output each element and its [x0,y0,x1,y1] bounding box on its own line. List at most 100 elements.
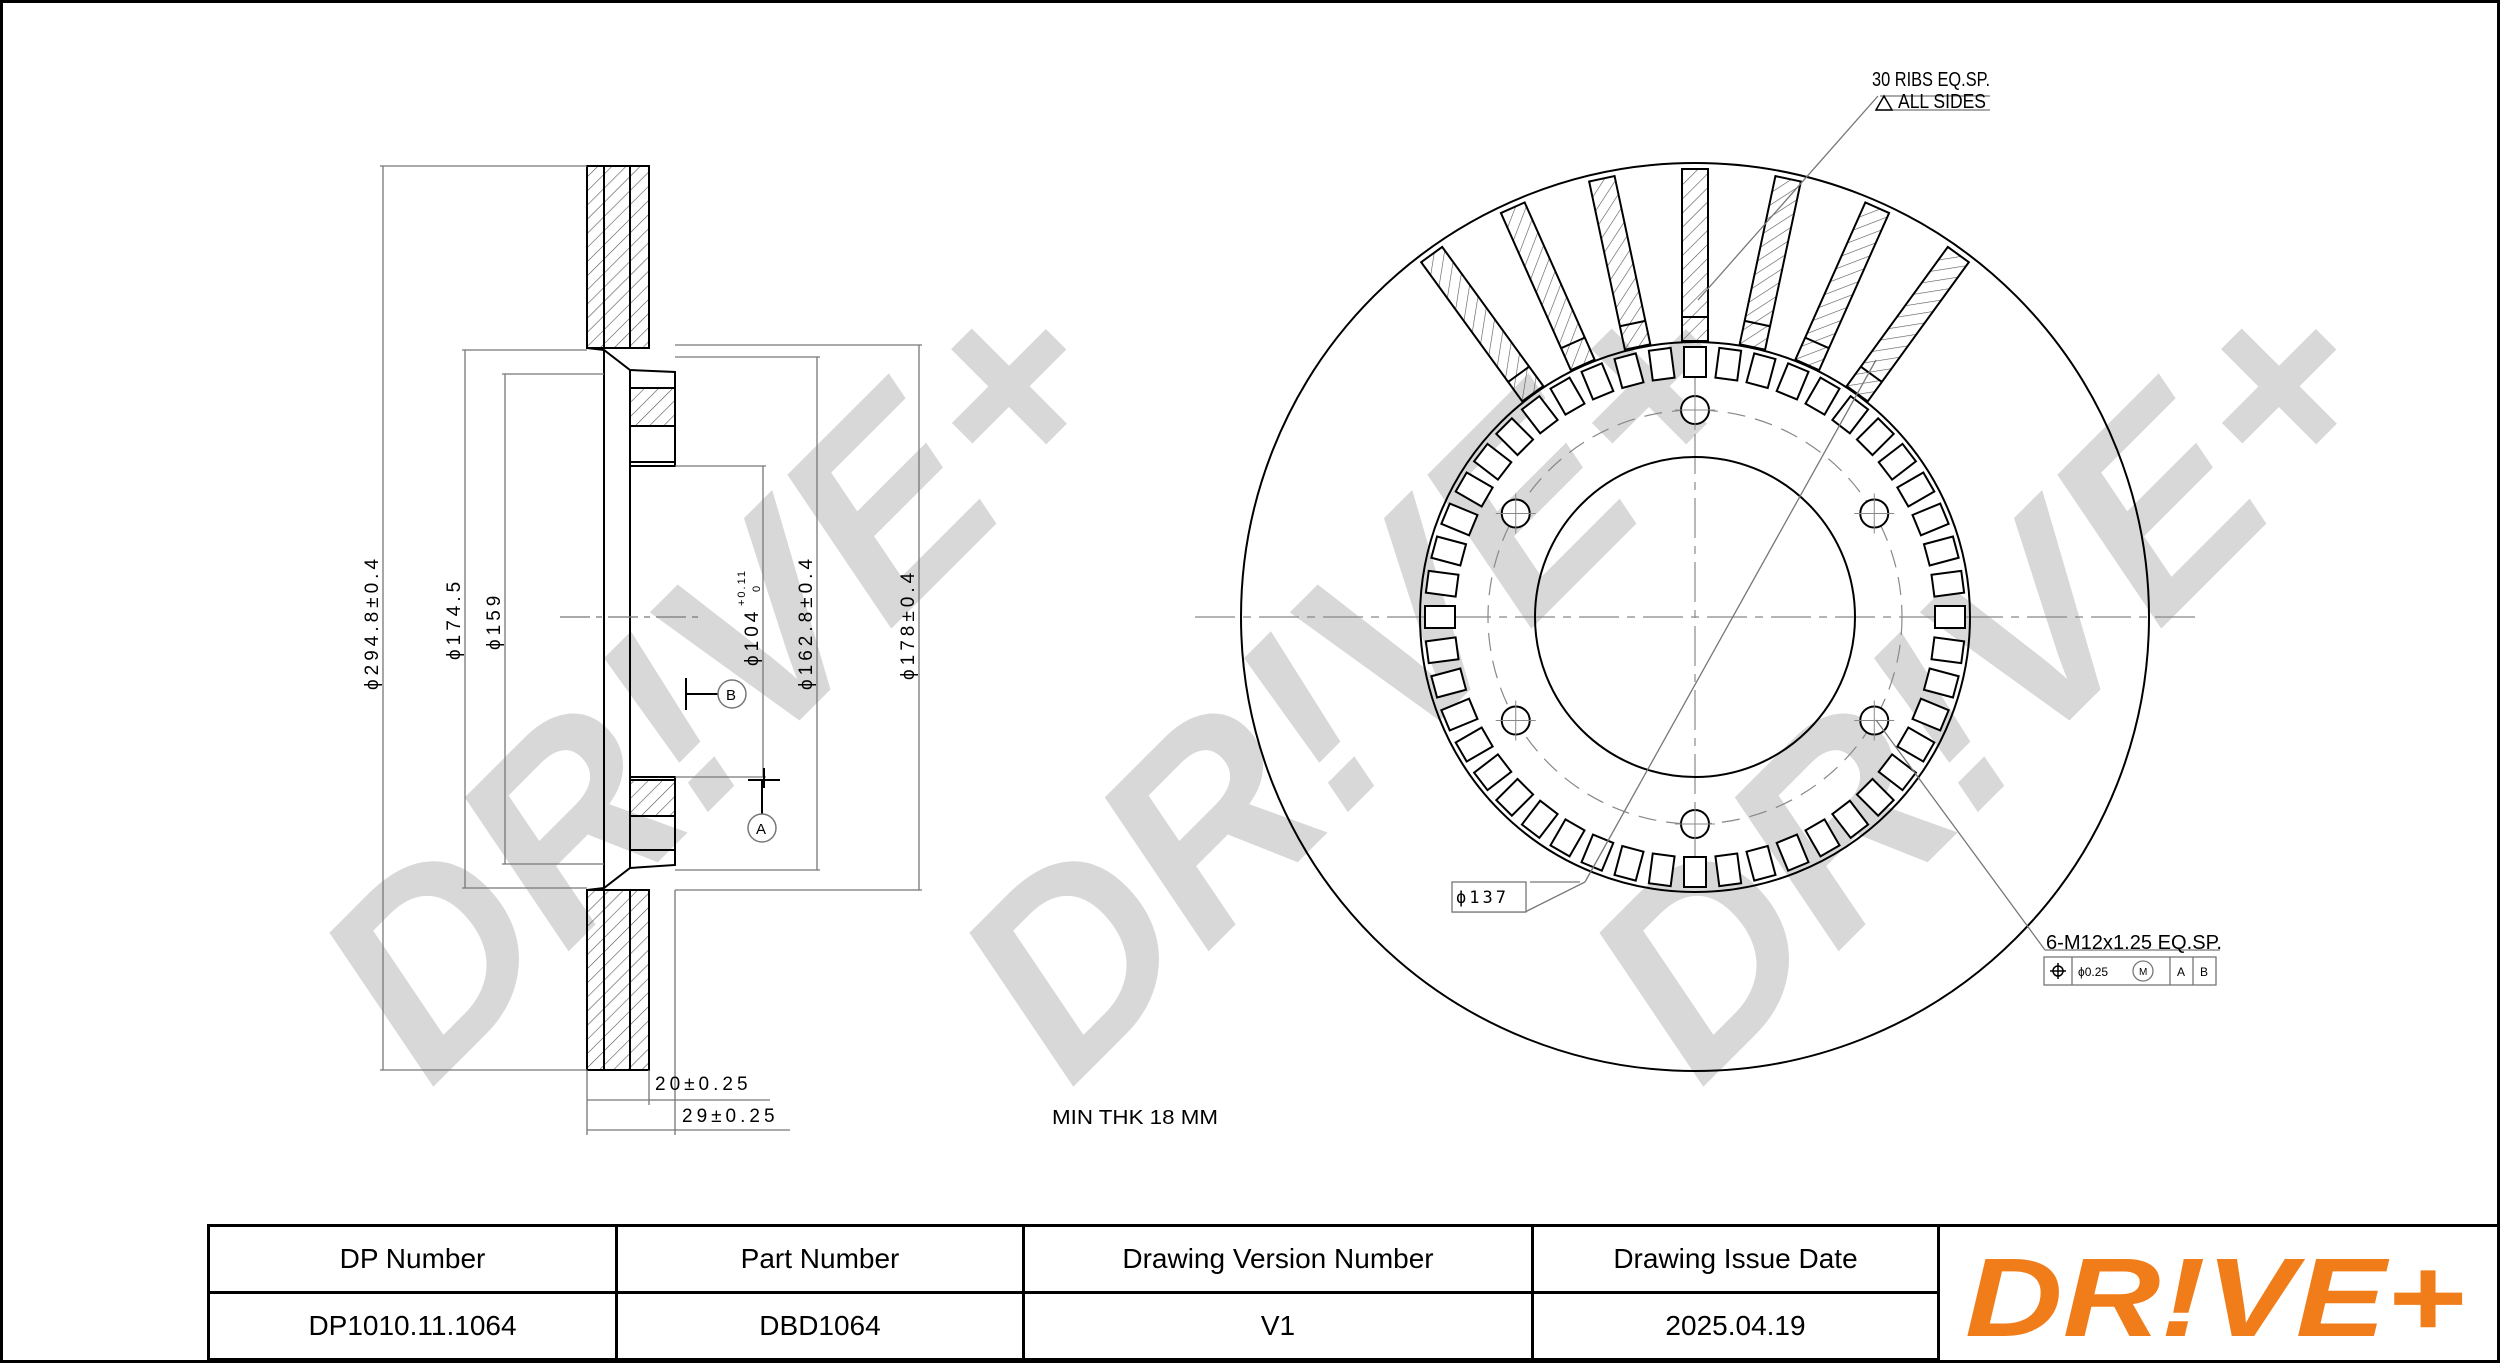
abs-slot-rect [1520,394,1560,435]
svg-text:ϕ137: ϕ137 [1456,888,1509,908]
abs-slot-rect [1775,833,1810,872]
ribs-note-line2: ALL SIDES [1898,91,1986,113]
abs-slot-rect [1830,394,1870,435]
abs-slot [1877,442,1918,482]
abs-slot [1613,844,1645,882]
thread-note: 6-M12x1.25 EQ.SP. [2046,932,2222,954]
abs-slot-rect [1580,833,1615,872]
abs-slot [1877,752,1918,792]
abs-slot [1430,535,1468,567]
abs-slot [1922,535,1960,567]
abs-slot [1745,844,1777,882]
abs-slot [1430,667,1468,699]
abs-slot-rect [1895,726,1936,763]
friction-ring-top [586,165,650,349]
abs-slot [1804,376,1841,417]
abs-slot-rect [1647,346,1676,382]
dim-total-height: 29±0.25 [682,1106,779,1127]
abs-slot [1520,394,1560,435]
cooling-rib-tip [1744,319,1771,328]
abs-slot [1922,667,1960,699]
abs-slot-rect [1454,471,1495,508]
cooling-rib-tip [1507,365,1530,383]
abs-slot [1745,352,1777,390]
abs-slot [1424,636,1460,665]
abs-slot [1930,569,1966,598]
abs-slot-rect [1714,346,1743,382]
abs-slot [1683,856,1707,888]
dim-outer-diameter: ϕ294.8±0.4 [362,555,383,690]
abs-slot [1895,471,1936,508]
value-issue-date: 2025.04.19 [1531,1291,1940,1361]
abs-slot-rect [1494,777,1535,818]
cooling-rib-body [1681,168,1709,342]
abs-slot-rect [1647,852,1676,888]
abs-slot-rect [1520,799,1560,840]
abs-slot-rect [1804,817,1841,858]
abs-slot-rect [1683,346,1707,378]
abs-slot-rect [1877,442,1918,482]
abs-slot [1580,833,1615,872]
logo-cell: DR!VE+ [1937,1224,2500,1363]
center-bore [1534,456,1856,778]
abs-slot [1494,777,1535,818]
cooling-rib-tip [1860,365,1883,383]
friction-ring-bottom [586,889,650,1071]
abs-slot [1804,817,1841,858]
abs-slot [1895,726,1936,763]
abs-slot [1472,752,1513,792]
abs-slot [1424,569,1460,598]
abs-slot [1934,605,1966,629]
abs-slot [1714,346,1743,382]
dim-162: ϕ162.8±0.4 [796,555,817,690]
dim-bore-tol-lower: 0 [751,584,763,592]
abs-slot-rect [1922,535,1960,567]
title-block: DP Number Part Number Drawing Version Nu… [207,1224,1940,1361]
abs-slot-rect [1930,569,1966,598]
brand-logo: DR!VE+ [1937,1224,2500,1363]
abs-slot-rect [1613,844,1645,882]
abs-slot-rect [1613,352,1645,390]
cooling-rib-body [1738,174,1803,351]
datum-a-label: A [756,821,766,838]
dim-178: ϕ178±0.4 [898,569,919,680]
abs-slot-rect [1911,697,1950,732]
tolerance-value: ϕ0.25 [2078,965,2108,979]
title-block-value-row: DP1010.11.1064 DBD1064 V1 2025.04.19 [207,1291,1940,1361]
abs-slot-rect [1745,844,1777,882]
header-part-number: Part Number [615,1224,1025,1294]
abs-slot-rect [1830,799,1870,840]
abs-slot [1647,346,1676,382]
cooling-rib [1681,168,1709,342]
cooling-rib [1794,201,1891,372]
cooling-rib [1845,245,1971,403]
cooling-rib-body [1845,245,1971,403]
cooling-rib [1419,245,1545,403]
abs-slot-rect [1440,697,1479,732]
abs-slot-rect [1683,856,1707,888]
abs-slot-rect [1494,416,1535,457]
abs-slot-rect [1424,569,1460,598]
abs-slot [1454,726,1495,763]
abs-slot [1855,416,1896,457]
abs-slot-rect [1424,636,1460,665]
cooling-rib [1738,174,1803,351]
header-dp-number: DP Number [207,1224,618,1294]
front-view [1195,162,2195,1072]
abs-slot-rect [1430,535,1468,567]
cooling-rib-body [1499,201,1596,372]
cooling-rib [1499,201,1596,372]
abs-slots [1424,346,1966,888]
abs-slot-rect [1855,416,1896,457]
cooling-ribs [1419,168,1971,403]
tolerance-datum-2: B [2200,965,2208,979]
abs-slot [1440,502,1479,537]
side-section-view [586,165,676,1071]
abs-slot [1714,852,1743,888]
abs-slot [1580,362,1615,401]
datum-a-bubble [747,813,777,843]
cooling-rib-tip [1560,336,1586,350]
abs-slot [1930,636,1966,665]
